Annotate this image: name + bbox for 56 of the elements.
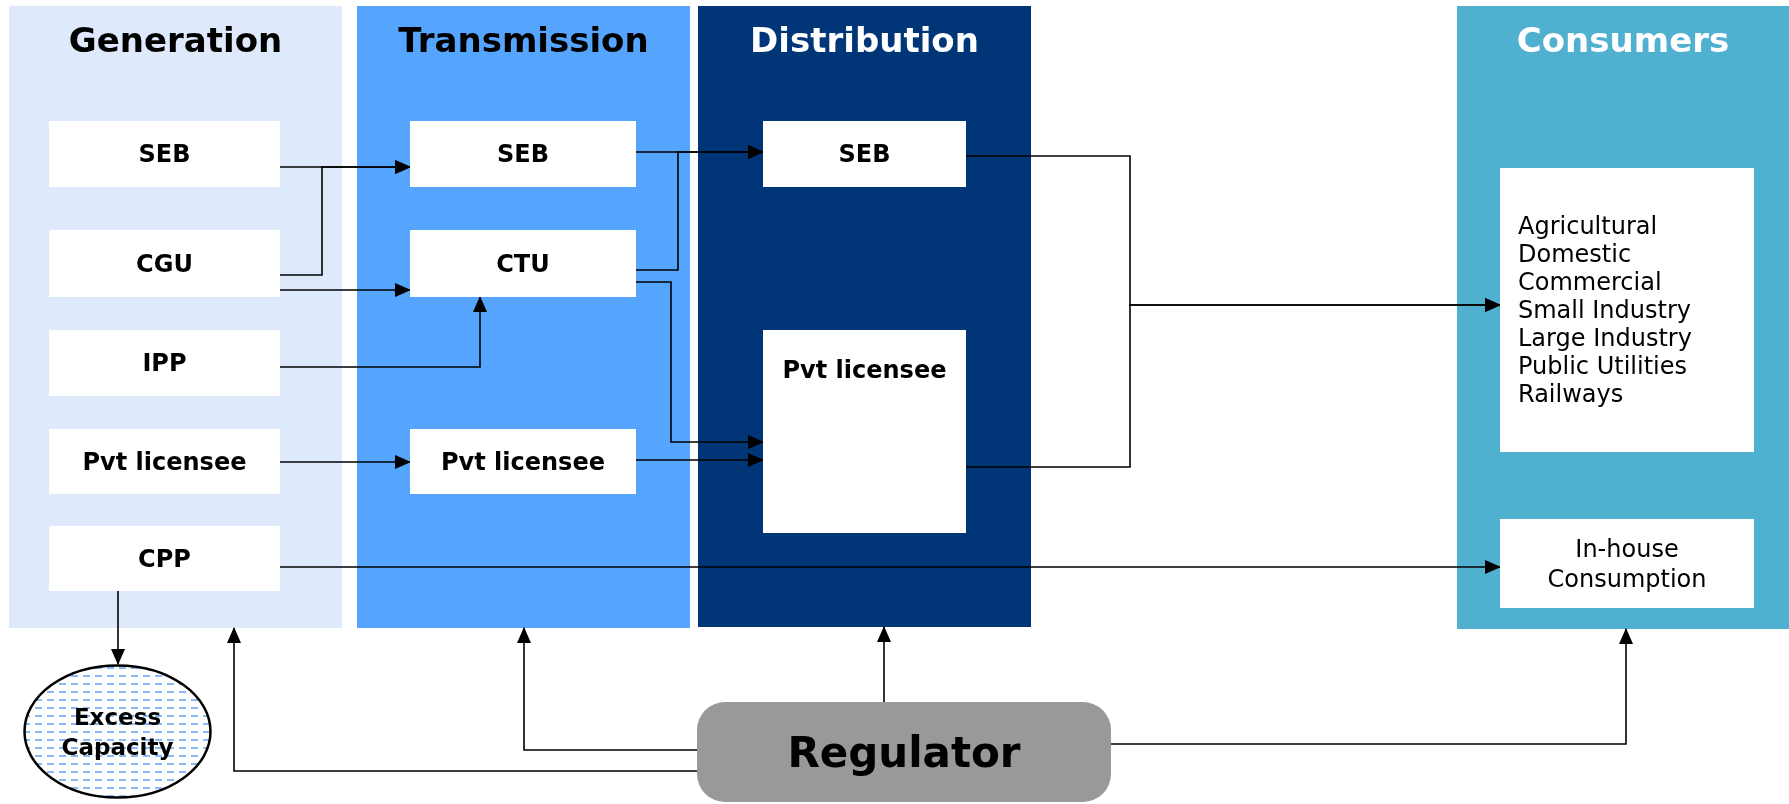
arrow [635, 453, 764, 467]
arrow [635, 145, 764, 271]
box-label: CPP [138, 544, 191, 573]
list-item: Public Utilities [1518, 352, 1687, 380]
entity-box [49, 429, 280, 494]
entity-box [49, 330, 280, 396]
box-label: Pvt licensee [82, 447, 247, 476]
box-label: In-house Consumption [1546, 533, 1708, 594]
arrow [279, 455, 411, 469]
box-label: SEB [138, 140, 191, 168]
list-item: Small Industry [1518, 296, 1691, 324]
arrow [111, 590, 125, 665]
entity-box [410, 230, 636, 297]
column-heading: Transmission [398, 20, 649, 60]
entity-box [49, 230, 280, 297]
entity-box [49, 121, 280, 187]
box-label: SEB [838, 140, 891, 168]
ellipse-label: Excess Capacity [60, 702, 175, 762]
list-item: Large Industry [1518, 324, 1692, 352]
box-label: Pvt licensee [782, 356, 947, 384]
regulator-label: Regulator [787, 727, 1021, 777]
stage-column [9, 6, 342, 628]
entity-box [1500, 519, 1754, 608]
arrow [965, 298, 1501, 468]
stage-column [357, 6, 690, 628]
column-heading: Generation [68, 20, 283, 60]
box-label: Pvt licensee [441, 447, 605, 476]
column-heading: Distribution [750, 20, 979, 60]
entity-box [763, 121, 966, 187]
arrow [517, 627, 698, 751]
list-item: Commercial [1518, 268, 1662, 296]
arrow [877, 626, 891, 703]
arrow [279, 283, 411, 297]
entity-box [410, 121, 636, 187]
column-heading: Consumers [1516, 20, 1730, 60]
stage-column [1457, 6, 1789, 629]
arrow [635, 281, 764, 449]
box-label: CGU [136, 249, 193, 278]
entity-box [49, 526, 280, 591]
entity-box [763, 330, 966, 533]
list-item: Domestic [1518, 240, 1632, 268]
box-label: SEB [497, 140, 549, 168]
list-item: Agricultural [1518, 212, 1658, 240]
arrow [279, 560, 1501, 574]
ellipse-shape [23, 664, 212, 799]
category-box [1500, 168, 1754, 452]
arrow [227, 627, 698, 772]
stage-column [698, 6, 1031, 627]
list-item: Railways [1518, 380, 1624, 408]
box-label: IPP [142, 349, 187, 377]
arrow [279, 160, 411, 276]
box-label: CTU [496, 249, 550, 278]
regulator-box [697, 702, 1111, 802]
entity-box [410, 429, 636, 494]
arrow [279, 296, 487, 368]
arrow [1110, 628, 1633, 745]
